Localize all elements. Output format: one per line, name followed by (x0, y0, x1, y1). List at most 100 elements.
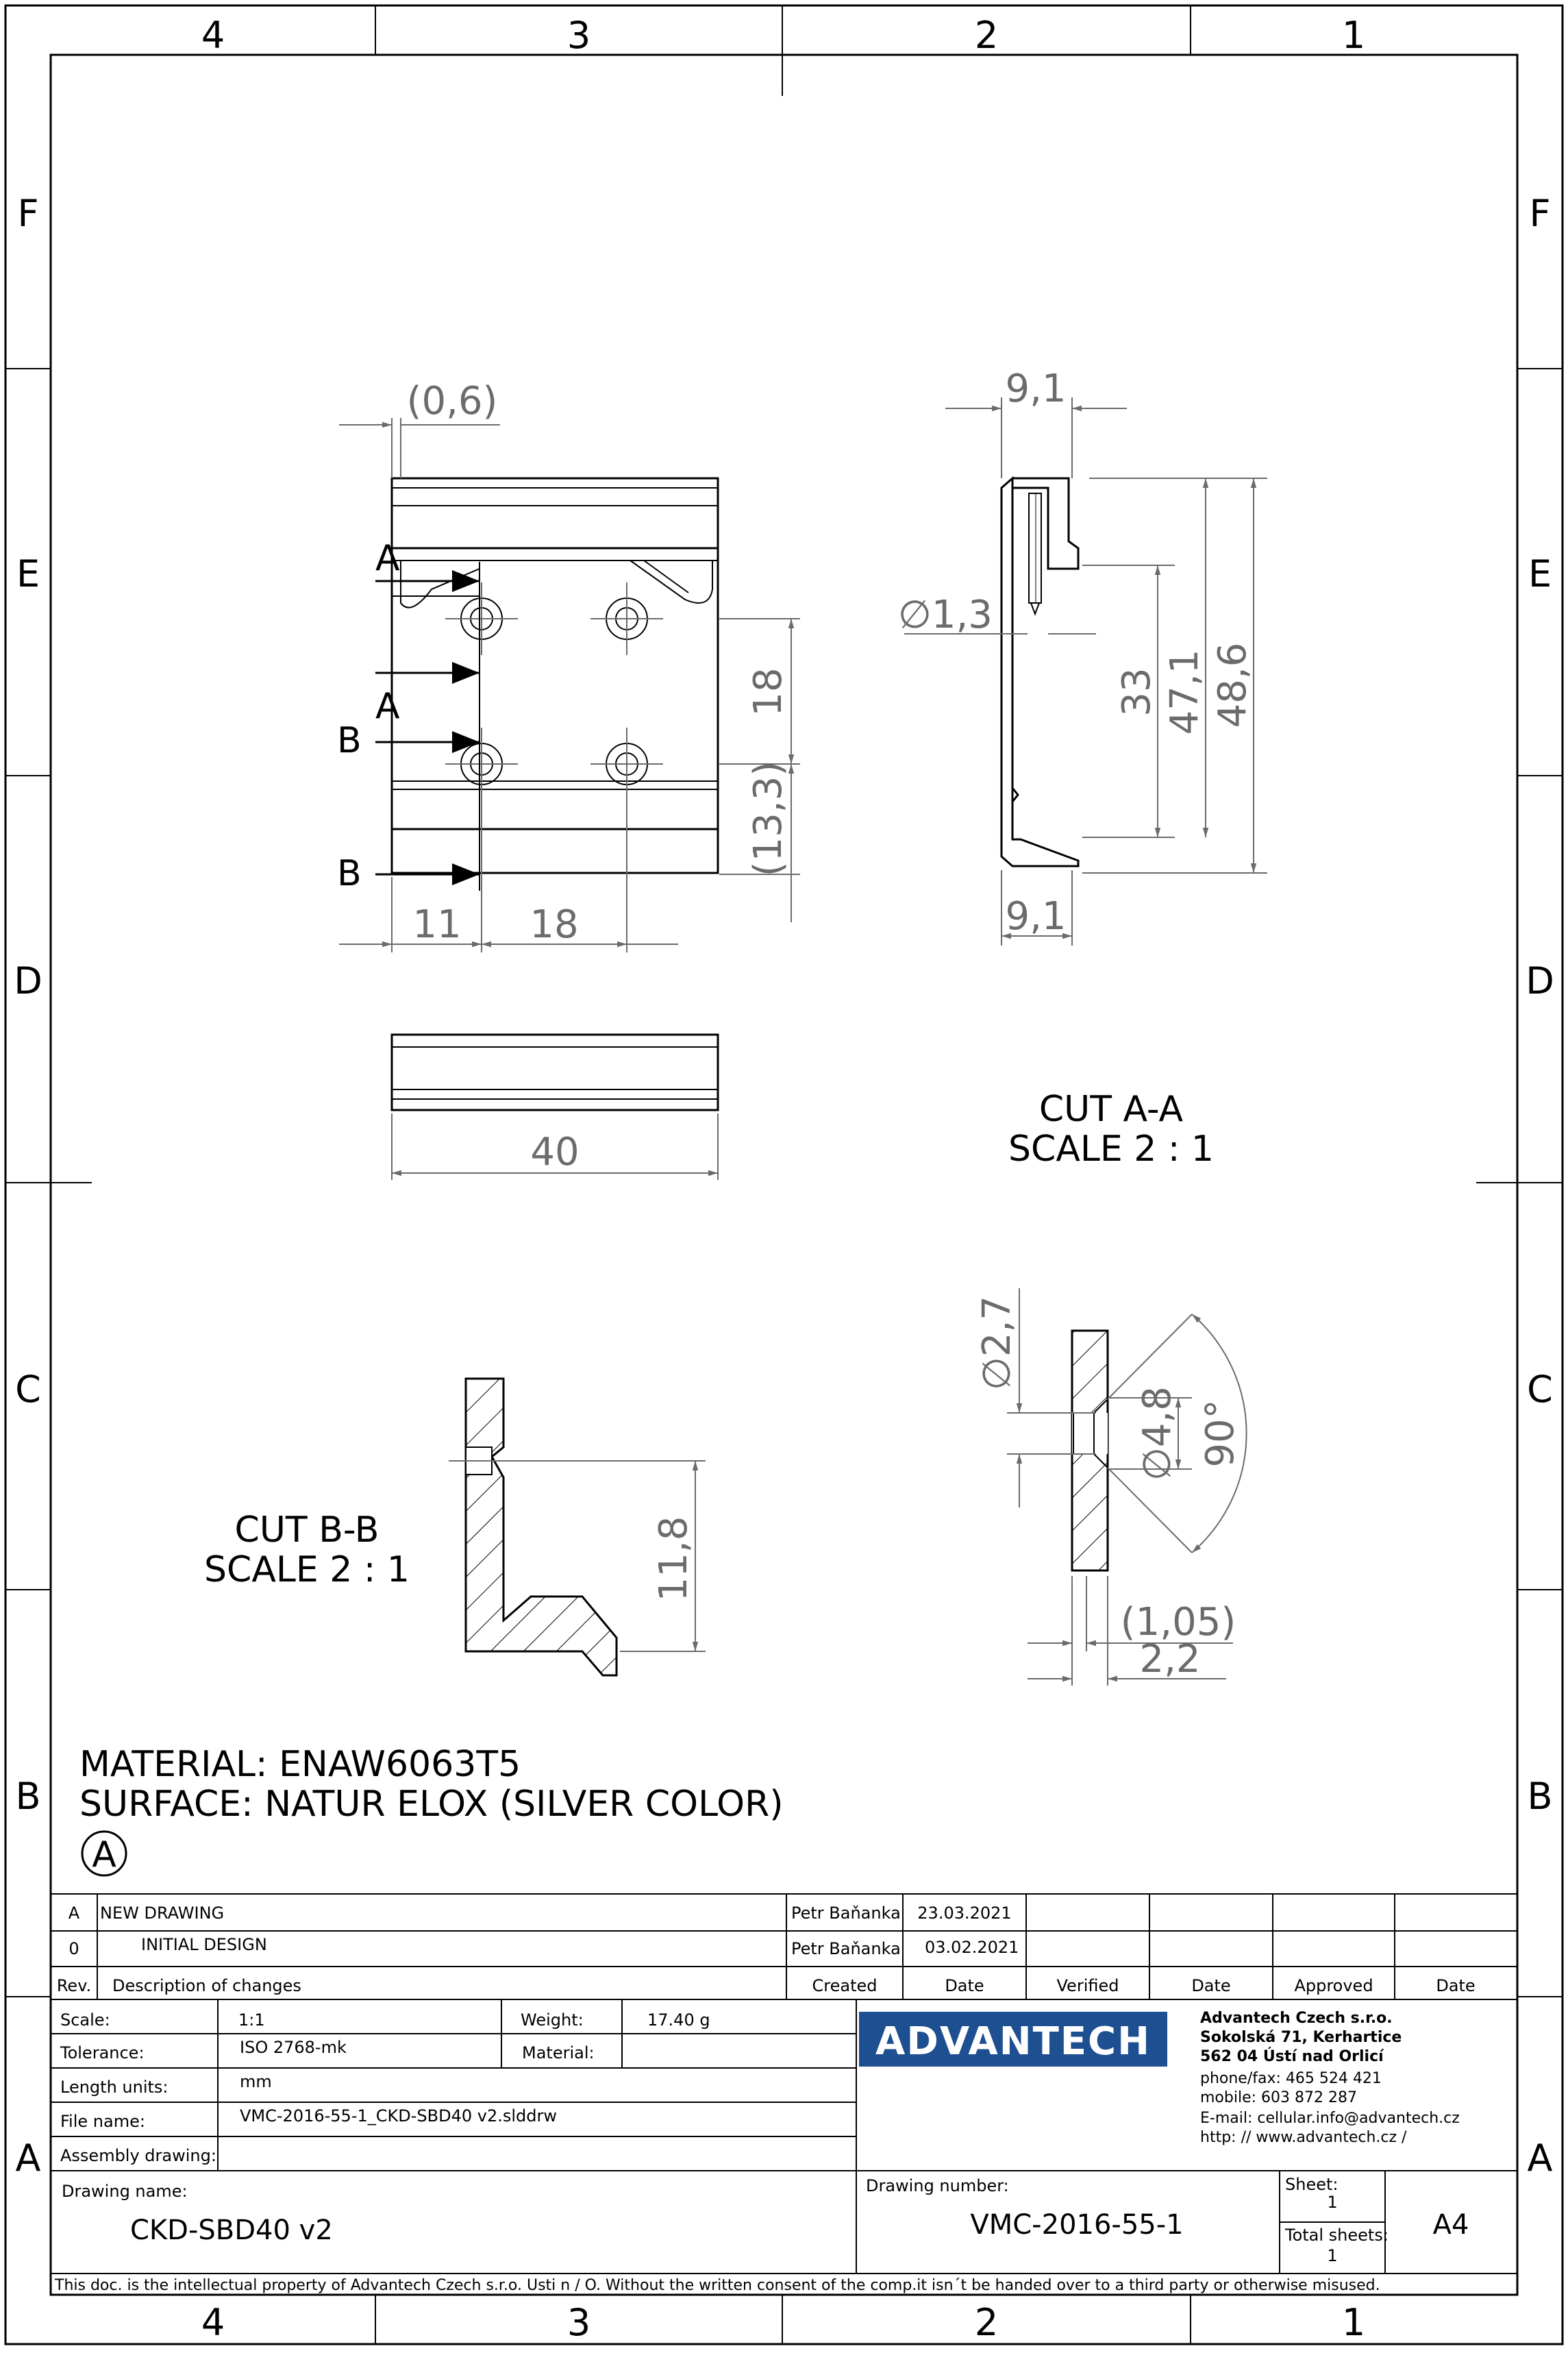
dim-top-width-91: 9,1 (1005, 367, 1066, 411)
material-label: Material: (522, 2043, 595, 2062)
dim-hole-pitch-18: 18 (746, 667, 791, 716)
revision-rows: A NEW DRAWING Petr Baňanka 23.03.2021 0 … (57, 1904, 1476, 1995)
cut-aa-dimensions (904, 397, 1267, 946)
cut-bb-dimensions (449, 1460, 706, 1652)
dim-width-40: 40 (530, 1130, 579, 1174)
zone-col-2-top: 2 (975, 14, 998, 57)
revision-circle-icon (81, 1830, 127, 1877)
section-label-b1: B (337, 720, 362, 761)
scale-value: 1:1 (238, 2010, 265, 2030)
length-units-value: mm (240, 2072, 272, 2091)
rev-row-1-created: Petr Baňanka (791, 1904, 901, 1923)
sheet-value: 1 (1327, 2193, 1337, 2212)
zone-row-a-right: A (1528, 2136, 1553, 2180)
drawing-name-label: Drawing name: (62, 2182, 188, 2201)
zone-col-3-top: 3 (567, 14, 590, 57)
dim-width-105: (1,05) (1121, 1600, 1236, 1644)
cut-bb-caption: CUT B-B SCALE 2 : 1 (204, 1510, 410, 1590)
zone-col-4-bottom: 4 (201, 2301, 225, 2344)
cut-aa-profile (1000, 476, 1080, 867)
revision-symbol: A (92, 1834, 116, 1875)
surface-note: SURFACE: NATUR ELOX (SILVER COLOR) (79, 1784, 784, 1825)
section-arrows (375, 562, 480, 891)
company-street: Sokolská 71, Kerhartice (1200, 2029, 1402, 2046)
cut-bb-scale: SCALE 2 : 1 (204, 1549, 410, 1590)
total-sheets-value: 1 (1327, 2246, 1337, 2265)
cut-aa-scale: SCALE 2 : 1 (1008, 1129, 1214, 1170)
zone-col-1-top: 1 (1342, 14, 1365, 57)
rev-row-2-date: 03.02.2021 (925, 1938, 1019, 1957)
zone-col-4-top: 4 (201, 14, 225, 57)
bottom-view (390, 1033, 719, 1111)
company-web: http: // www.advantech.cz / (1200, 2129, 1407, 2146)
zone-labels: 4 3 2 1 4 3 2 1 F E D C B A F E D C B A (14, 14, 1554, 2344)
sheet-label: Sheet: (1285, 2175, 1338, 2194)
rev-header-approved: Approved (1294, 1976, 1373, 1995)
detail-dimensions (1007, 1288, 1247, 1686)
rev-header-date2: Date (1191, 1976, 1230, 1995)
file-name-label: File name: (60, 2112, 145, 2131)
rev-header-description: Description of changes (112, 1976, 301, 1995)
dim-offset-06: (0,6) (407, 379, 498, 423)
dim-dia-27: ∅2,7 (975, 1296, 1019, 1390)
advantech-logo (859, 2012, 1167, 2067)
cut-bb-title: CUT B-B (235, 1510, 379, 1551)
title-block (50, 1999, 1518, 2295)
zone-row-f-left: F (17, 192, 38, 235)
cut-aa-caption: CUT A-A SCALE 2 : 1 (1008, 1089, 1214, 1170)
rev-row-1-rev: A (69, 1904, 80, 1923)
drawing-number-label: Drawing number: (866, 2176, 1009, 2195)
rev-header-verified: Verified (1057, 1976, 1119, 1995)
dim-width-22: 2,2 (1139, 1637, 1200, 1681)
length-units-label: Length units: (60, 2078, 169, 2097)
zone-col-1-bottom: 1 (1342, 2301, 1365, 2344)
revision-table (50, 1893, 1518, 2000)
front-view-dimensions (339, 418, 800, 952)
rev-row-1-date: 23.03.2021 (917, 1904, 1011, 1923)
dim-pitch-18: 18 (530, 902, 578, 947)
rev-row-2-created: Petr Baňanka (791, 1939, 901, 1958)
dim-height-118: 11,8 (651, 1516, 696, 1602)
zone-row-f-right: F (1529, 192, 1550, 235)
weight-label: Weight: (521, 2010, 584, 2030)
total-sheets-label: Total sheets: (1284, 2226, 1389, 2245)
title-block-fields: Scale: 1:1 Weight: 17.40 g Tolerance: IS… (54, 2010, 1469, 2294)
dim-height-471: 47,1 (1162, 650, 1207, 735)
rev-header-created: Created (812, 1976, 878, 1995)
dim-height-33: 33 (1115, 667, 1159, 716)
material-notes: MATERIAL: ENAW6063T5 SURFACE: NATUR ELOX… (79, 1744, 784, 1877)
company-email: E-mail: cellular.info@advantech.cz (1200, 2110, 1460, 2127)
scale-label: Scale: (60, 2010, 110, 2030)
drawing-number-value: VMC-2016-55-1 (970, 2209, 1183, 2241)
dim-hole-dia-13: ∅1,3 (898, 593, 993, 637)
section-label-b2: B (337, 853, 362, 894)
tolerance-label: Tolerance: (60, 2043, 145, 2062)
rev-header-date1: Date (945, 1976, 984, 1995)
dim-dia-48: ∅4,8 (1135, 1386, 1180, 1481)
zone-row-b-left: B (15, 1775, 40, 1818)
zone-row-e-right: E (1528, 552, 1552, 595)
weight-value: 17.40 g (647, 2010, 710, 2030)
rev-header-date3: Date (1436, 1976, 1475, 1995)
zone-col-2-bottom: 2 (975, 2301, 998, 2344)
dim-edge-133: (13,3) (746, 761, 791, 876)
tolerance-value: ISO 2768-mk (240, 2038, 347, 2057)
drawing-name-value: CKD-SBD40 v2 (130, 2215, 333, 2246)
material-note: MATERIAL: ENAW6063T5 (79, 1744, 521, 1785)
section-label-a1: A (375, 538, 400, 579)
bottom-view-dimensions (391, 1113, 719, 1180)
sheet-format: A4 (1433, 2209, 1469, 2241)
front-view-dim-text: (0,6) 18 (13,3) 11 18 (407, 379, 791, 947)
rev-header-rev: Rev. (57, 1976, 91, 1995)
cut-aa-title: CUT A-A (1039, 1089, 1184, 1130)
assembly-drawing-label: Assembly drawing: (60, 2146, 216, 2165)
company-mobile: mobile: 603 872 287 (1200, 2089, 1357, 2106)
ip-footer: This doc. is the intellectual property o… (54, 2277, 1380, 2294)
dim-angle-90: 90° (1198, 1399, 1243, 1467)
dim-bottom-width-91: 9,1 (1005, 894, 1066, 939)
cut-aa-dim-text: 9,1 9,1 ∅1,3 33 47,1 48,6 (898, 367, 1255, 939)
zone-row-c-left: C (15, 1368, 41, 1411)
rev-row-1-description: NEW DRAWING (100, 1904, 224, 1923)
front-view (390, 477, 719, 874)
zone-row-c-right: C (1527, 1368, 1553, 1411)
